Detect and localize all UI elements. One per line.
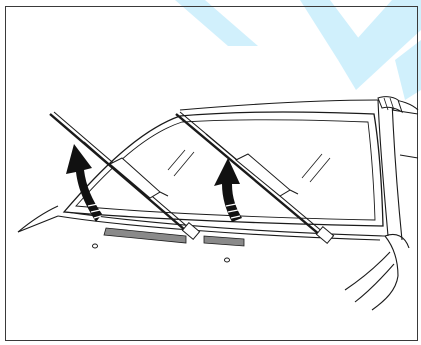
roof-trim	[378, 97, 402, 112]
cowl-grilles	[104, 228, 244, 246]
watermark	[175, 0, 421, 100]
lift-arrow-right	[214, 158, 242, 222]
lift-arrow-left	[66, 144, 102, 222]
wiper-arm-left	[50, 112, 200, 239]
car-body	[18, 100, 418, 310]
washer-nozzles	[93, 244, 230, 262]
wiper-arm-right	[176, 112, 334, 243]
